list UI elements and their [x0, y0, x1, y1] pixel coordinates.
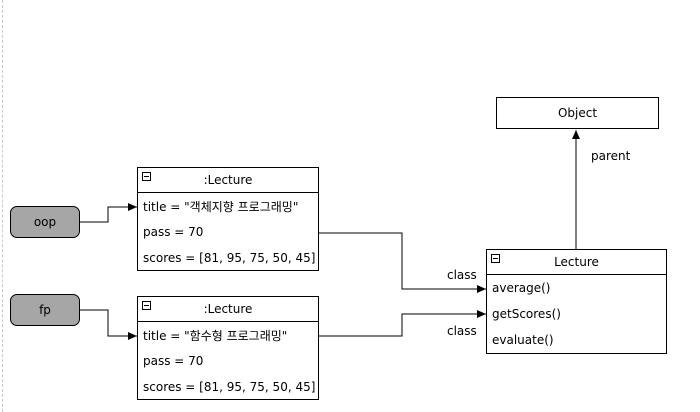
variable-oop-label: oop — [33, 215, 57, 229]
fp-to-instance-arrow — [80, 309, 137, 340]
method-row: average() — [492, 281, 551, 295]
instance-title: :Lecture — [203, 302, 253, 316]
lecture-instance-fp[interactable]: :Lecture title = "함수형 프로그래밍" pass = 70 s… — [137, 296, 319, 400]
collapse-toggle-icon[interactable] — [142, 301, 151, 310]
method-row: evaluate() — [492, 333, 554, 347]
variable-fp[interactable]: fp — [10, 294, 80, 326]
class-header: Lecture — [487, 250, 666, 275]
lecture-instance-oop[interactable]: :Lecture title = "객체지향 프로그래밍" pass = 70 … — [137, 167, 319, 271]
oop-to-instance-arrow — [80, 203, 137, 223]
class-title: Lecture — [554, 255, 599, 269]
page-guide-line — [2, 0, 3, 412]
variable-oop[interactable]: oop — [10, 206, 80, 238]
field-row: title = "함수형 프로그래밍" — [143, 328, 288, 343]
field-row: scores = [81, 95, 75, 50, 45] — [143, 251, 316, 265]
object-class-title: Object — [557, 106, 598, 120]
instance-header: :Lecture — [138, 168, 318, 193]
field-row: scores = [81, 95, 75, 50, 45] — [143, 380, 316, 394]
collapse-toggle-icon[interactable] — [142, 172, 151, 181]
class-edge-label: class — [447, 268, 477, 282]
class-edge-label: class — [447, 324, 477, 338]
instance-title: :Lecture — [203, 173, 253, 187]
parent-edge-label: parent — [591, 149, 631, 163]
collapse-toggle-icon[interactable] — [491, 254, 500, 263]
object-class-box[interactable]: Object — [496, 97, 659, 129]
lecture-class-box[interactable]: Lecture average() getScores() evaluate() — [486, 249, 667, 354]
variable-fp-label: fp — [39, 303, 51, 317]
field-row: pass = 70 — [143, 225, 204, 239]
field-row: pass = 70 — [143, 354, 204, 368]
method-row: getScores() — [492, 307, 561, 321]
field-row: title = "객체지향 프로그래밍" — [143, 199, 299, 214]
instance-header: :Lecture — [138, 297, 318, 322]
